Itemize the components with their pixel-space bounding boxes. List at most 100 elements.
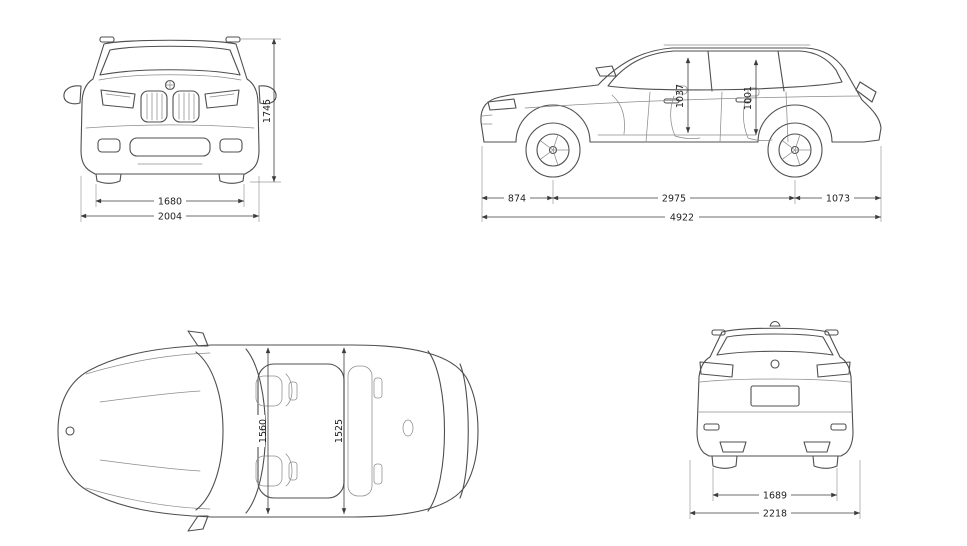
front-wheel-left xyxy=(95,173,122,184)
grille-slats xyxy=(146,92,195,121)
top-view: 1560 1525 xyxy=(57,330,479,532)
dim-wheelbase: 2975 xyxy=(662,194,686,205)
reflector-left xyxy=(703,423,720,431)
front-wheel-right xyxy=(218,173,245,184)
dim-track-width: 1680 xyxy=(158,197,182,208)
rear-window xyxy=(716,333,834,356)
front-view: 1745 1680 2004 xyxy=(63,36,281,223)
dim-overall-width: 2218 xyxy=(763,509,787,520)
front-right-seat-back xyxy=(285,453,293,487)
rear-door-seam xyxy=(719,91,723,143)
headlight-left xyxy=(100,89,136,109)
kidney-grille-left xyxy=(140,90,168,123)
fog-light-right xyxy=(219,138,243,153)
dim-rear-interior-width: 1525 xyxy=(334,419,345,443)
license-plate xyxy=(750,385,800,407)
rear-headrest-right xyxy=(373,463,383,485)
headlight-side xyxy=(487,98,517,111)
taillight-right xyxy=(816,361,851,378)
top-view-dimensions: 1560 1525 xyxy=(254,347,347,514)
quarter-seam xyxy=(785,91,789,143)
front-body-outline xyxy=(80,39,260,175)
dim-overall-height: 1745 xyxy=(262,99,273,123)
exhaust-right xyxy=(803,441,831,453)
bumper-line xyxy=(85,124,255,129)
windshield-top-arc xyxy=(245,348,267,514)
reflector-right xyxy=(830,423,847,431)
bmw-roundel-rear xyxy=(770,359,780,369)
front-wheel xyxy=(525,122,581,178)
fog-light-left xyxy=(97,138,121,153)
rear-body-outline xyxy=(696,327,854,457)
rear-roof-rail-left xyxy=(711,329,726,336)
side-mirror xyxy=(595,65,617,77)
taillight-left xyxy=(699,361,734,378)
dim-overall-length: 4922 xyxy=(670,213,694,224)
door-handle-front xyxy=(663,98,680,104)
antenna-fin xyxy=(769,320,781,327)
rear-wheel xyxy=(767,122,823,178)
hood-center-lines xyxy=(99,390,201,472)
kidney-grille-right xyxy=(172,90,200,123)
mirror-bottom xyxy=(187,515,209,532)
roof-rail-left xyxy=(99,36,115,43)
rear-view: 1689 2218 xyxy=(689,320,861,520)
glasshouse xyxy=(607,50,843,91)
hood-crease-bottom xyxy=(85,487,211,510)
front-view-dimensions: 1745 1680 2004 xyxy=(80,38,281,223)
rear-roof-rail-right xyxy=(824,329,839,336)
front-door-seam xyxy=(645,91,651,143)
tailgate-seam xyxy=(699,378,851,383)
rear-wheel-spokes xyxy=(782,135,811,165)
headlight-left-detail xyxy=(105,93,131,98)
lower-intake xyxy=(129,137,211,157)
character-line xyxy=(524,95,861,109)
windshield-base-arc xyxy=(195,351,224,511)
rear-wheel-right xyxy=(812,455,839,469)
front-seat xyxy=(670,95,701,139)
rear-seat-headrest xyxy=(747,87,760,97)
taillight-side xyxy=(855,81,877,103)
mirror-top xyxy=(187,330,209,347)
hood-crease-top xyxy=(85,352,211,375)
roof-rail-right xyxy=(225,36,241,43)
rear-bench xyxy=(347,365,373,497)
c-pillar xyxy=(777,50,785,92)
interior-silhouette xyxy=(611,85,773,141)
headlight-right xyxy=(204,89,240,109)
front-left-headrest xyxy=(288,381,298,401)
dim-front-overhang: 874 xyxy=(508,194,526,205)
dim-front-headroom: 1037 xyxy=(675,84,686,108)
rear-wheel-left xyxy=(711,455,738,469)
front-left-seat-back xyxy=(285,373,293,407)
dim-rear-headroom: 1001 xyxy=(743,86,754,110)
bmw-roundel-top xyxy=(65,426,75,436)
rear-window-base-arc xyxy=(459,363,469,499)
dim-rear-overhang: 1073 xyxy=(826,194,850,205)
rear-headrest-left xyxy=(373,377,383,399)
rear-view-dimensions: 1689 2218 xyxy=(689,460,861,520)
side-body-outline xyxy=(480,47,882,143)
top-body-outline xyxy=(57,344,479,518)
cargo-detail xyxy=(402,419,414,437)
hood-line xyxy=(98,74,242,81)
rear-window-top-arc xyxy=(427,350,446,512)
dim-body-width: 2004 xyxy=(158,212,182,223)
exhaust-left xyxy=(719,441,747,453)
dim-rear-track: 1689 xyxy=(763,491,787,502)
b-pillar xyxy=(707,50,713,92)
front-grille-hint xyxy=(481,114,493,125)
top-view-seats xyxy=(255,365,414,497)
dashboard xyxy=(611,94,625,135)
rear-seat xyxy=(743,97,773,141)
headlight-right-detail xyxy=(209,93,235,98)
dim-front-interior-width: 1560 xyxy=(258,419,269,443)
side-view-dimensions: 1037 1001 874 2975 1073 4922 xyxy=(481,57,882,224)
bmw-roundel-front xyxy=(164,79,176,91)
mirror-left xyxy=(63,85,82,105)
front-right-headrest xyxy=(288,461,298,481)
side-view: 1037 1001 874 2975 1073 4922 xyxy=(480,44,882,224)
windshield xyxy=(99,45,241,76)
